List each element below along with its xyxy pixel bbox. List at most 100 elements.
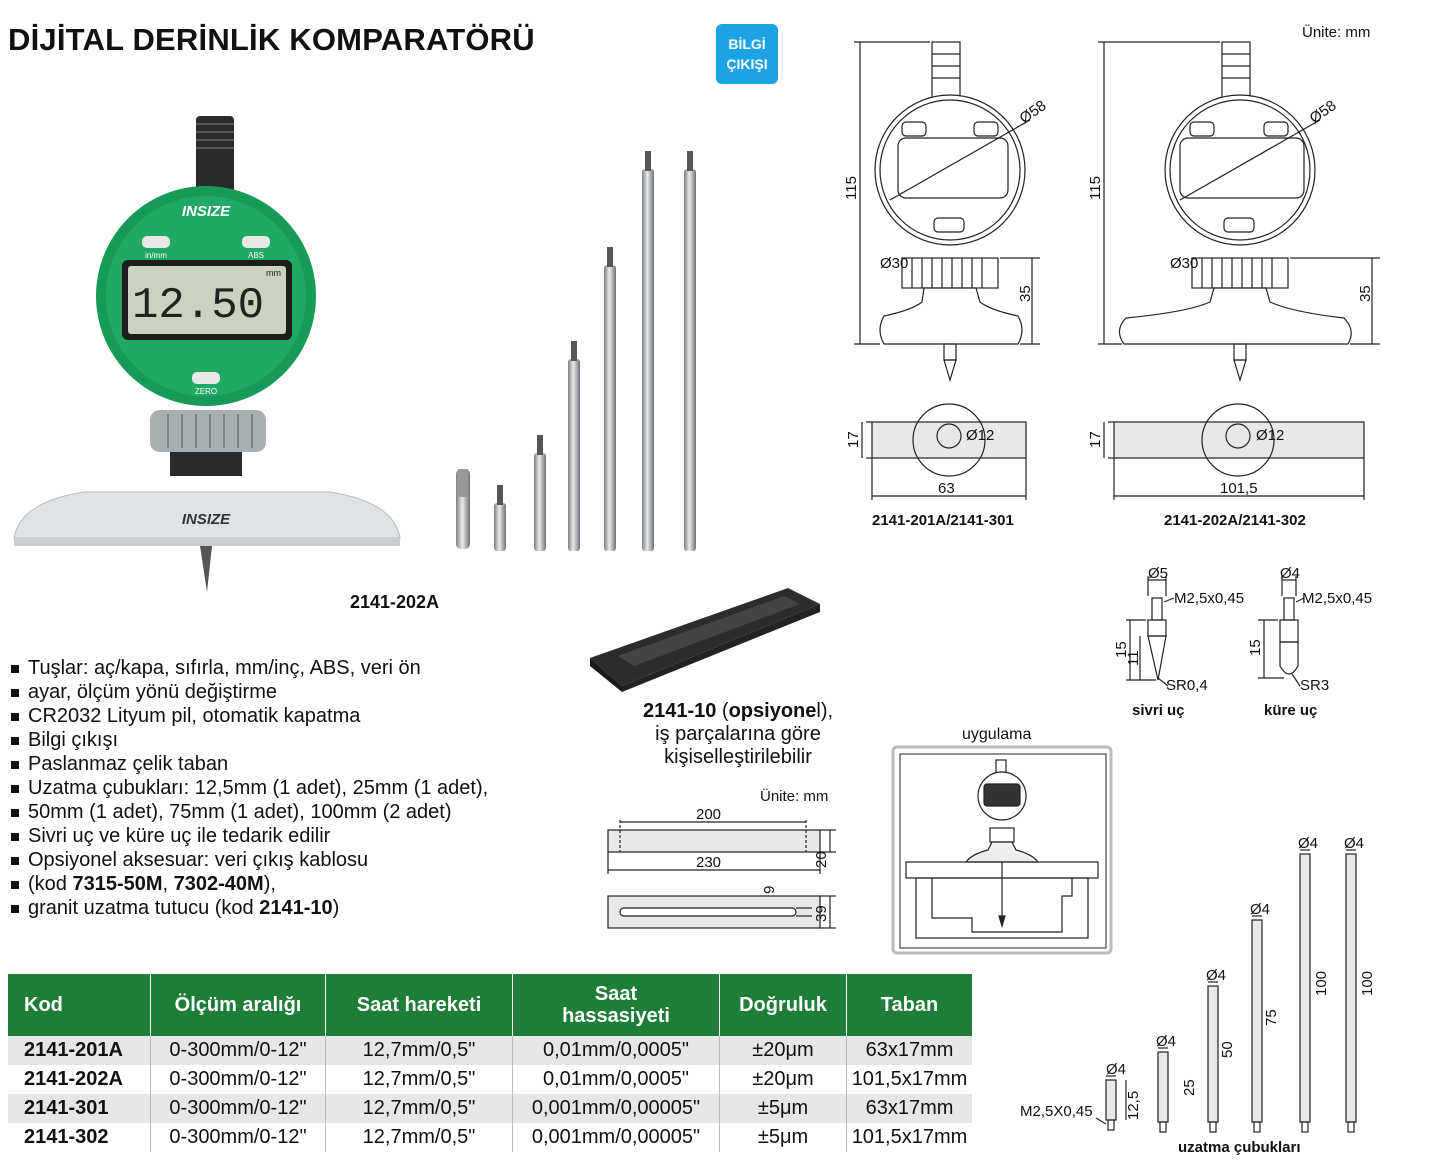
extension-rods-drawing: M2,5X0,45 Ø4 12,5 Ø4 25 Ø4 50 Ø4 75 Ø4 1…	[1020, 835, 1376, 1156]
col-header: Saat hareketi	[325, 974, 513, 1036]
drawing-caption-b: 2141-202A/2141-302	[1164, 512, 1306, 529]
svg-text:Ø4: Ø4	[1280, 565, 1300, 582]
product-caption: 2141-202A	[350, 592, 440, 612]
svg-text:75: 75	[1263, 1009, 1280, 1026]
svg-text:17: 17	[1087, 431, 1104, 448]
svg-text:INSIZE: INSIZE	[182, 511, 231, 528]
svg-text:Ø4: Ø4	[1206, 967, 1226, 984]
svg-text:25: 25	[1181, 1079, 1198, 1096]
svg-text:Ø30: Ø30	[1170, 255, 1198, 272]
svg-text:15: 15	[1113, 641, 1130, 658]
abs-button[interactable]	[242, 236, 270, 248]
granite-holder-photo	[590, 588, 820, 692]
list-item: (kod 7315-50M, 7302-40M),	[8, 872, 568, 896]
application-label: uygulama	[962, 726, 1032, 743]
svg-text:200: 200	[696, 806, 721, 823]
col-header: Doğruluk	[719, 974, 847, 1036]
svg-text:39: 39	[813, 905, 830, 922]
col-header: Taban	[846, 974, 972, 1036]
svg-text:230: 230	[696, 854, 721, 871]
svg-text:Ø4: Ø4	[1106, 1061, 1126, 1078]
svg-text:SR0,4: SR0,4	[1166, 677, 1208, 694]
svg-text:uzatma çubukları: uzatma çubukları	[1178, 1139, 1301, 1156]
svg-text:SR3: SR3	[1300, 677, 1329, 694]
list-item: ayar, ölçüm yönü değiştirme	[8, 680, 568, 704]
ball-tip-label: küre uç	[1264, 702, 1318, 719]
svg-text:17: 17	[845, 431, 862, 448]
feature-list: Tuşlar: aç/kapa, sıfırla, mm/inç, ABS, v…	[8, 656, 568, 920]
svg-text:M2,5x0,45: M2,5x0,45	[1302, 590, 1372, 607]
col-header: Ölçüm aralığı	[150, 974, 326, 1036]
svg-text:M2,5x0,45: M2,5x0,45	[1174, 590, 1244, 607]
list-item: Bilgi çıkışı	[8, 728, 568, 752]
svg-text:100: 100	[1313, 971, 1330, 996]
product-illustration: INSIZE in/mm ABS 12.50 mm ZERO INSIZE	[13, 116, 401, 592]
brand-logo: INSIZE	[182, 203, 231, 220]
page-title: DİJİTAL DERİNLİK KOMPARATÖRÜ	[8, 22, 535, 57]
svg-text:15: 15	[1247, 639, 1264, 656]
units-label: Ünite: mm	[1302, 24, 1371, 41]
data-output-badge: BİLGİ ÇIKIŞI	[716, 24, 778, 84]
svg-text:Ø4: Ø4	[1156, 1033, 1176, 1050]
svg-text:12.50: 12.50	[132, 281, 264, 331]
svg-text:20: 20	[813, 851, 830, 868]
svg-text:Ø5: Ø5	[1148, 565, 1168, 582]
svg-text:Ø4: Ø4	[1344, 835, 1364, 852]
data-port	[196, 116, 234, 196]
list-item: Uzatma çubukları: 12,5mm (1 adet), 25mm …	[8, 776, 568, 800]
svg-text:Ø12: Ø12	[1256, 427, 1284, 444]
svg-text:115: 115	[1087, 176, 1104, 200]
svg-text:Ø12: Ø12	[966, 427, 994, 444]
svg-text:101,5: 101,5	[1220, 480, 1258, 497]
lcd-display	[128, 266, 286, 334]
svg-text:12,5: 12,5	[1125, 1091, 1142, 1120]
extension-rods-photo	[456, 151, 696, 551]
application-illustration	[891, 745, 1113, 955]
base	[13, 491, 401, 539]
list-item: CR2032 Lityum pil, otomatik kapatma	[8, 704, 568, 728]
optional-accessory-note: 2141-10 (opsiyonel), iş parçalarına göre…	[642, 700, 834, 768]
svg-text:mm: mm	[266, 268, 281, 278]
list-item: Sivri uç ve küre uç ile tedarik edilir	[8, 824, 568, 848]
svg-text:M2,5X0,45: M2,5X0,45	[1020, 1103, 1093, 1120]
drawing-2141-202A: Ø58 115 Ø30 35 17 Ø12 101,5	[1087, 41, 1380, 500]
svg-text:in/mm: in/mm	[145, 251, 167, 260]
list-item: Tuşlar: aç/kapa, sıfırla, mm/inç, ABS, v…	[8, 656, 568, 680]
svg-text:35: 35	[1357, 285, 1374, 302]
svg-text:ABS: ABS	[248, 251, 264, 260]
list-item: Opsiyonel aksesuar: veri çıkış kablosu	[8, 848, 568, 872]
svg-text:50: 50	[1219, 1041, 1236, 1058]
holder-dimensions-drawing: 200 230 20 9 39	[607, 806, 836, 929]
list-item: granit uzatma tutucu (kod 2141-10)	[8, 896, 568, 920]
svg-text:Ø4: Ø4	[1250, 901, 1270, 918]
svg-text:Ø30: Ø30	[880, 255, 908, 272]
svg-text:115: 115	[843, 176, 860, 200]
in-mm-button[interactable]	[142, 236, 170, 248]
svg-text:35: 35	[1017, 285, 1034, 302]
list-item: Paslanmaz çelik taban	[8, 752, 568, 776]
zero-button[interactable]	[192, 372, 220, 384]
svg-text:Ø58: Ø58	[1017, 97, 1050, 127]
svg-text:63: 63	[938, 480, 955, 497]
svg-text:Ø58: Ø58	[1307, 97, 1340, 127]
sharp-tip-label: sivri uç	[1132, 702, 1185, 719]
list-item: 50mm (1 adet), 75mm (1 adet), 100mm (2 a…	[8, 800, 568, 824]
contact-tips-drawing: Ø5 M2,5x0,45 15 11 SR0,4 Ø4 M2,5x0,45 15…	[1113, 565, 1372, 694]
svg-text:ZERO: ZERO	[195, 387, 217, 396]
holder-units: Ünite: mm	[760, 788, 829, 805]
svg-text:100: 100	[1359, 971, 1376, 996]
svg-text:Ø4: Ø4	[1298, 835, 1318, 852]
drawing-caption-a: 2141-201A/2141-301	[872, 512, 1014, 529]
drawing-2141-201A: Ø58 115 Ø30 35 17 Ø12 63	[843, 41, 1050, 500]
col-header: Kod	[8, 974, 151, 1036]
svg-text:9: 9	[761, 886, 778, 894]
svg-text:11: 11	[1125, 650, 1142, 666]
sharp-tip	[200, 546, 212, 592]
